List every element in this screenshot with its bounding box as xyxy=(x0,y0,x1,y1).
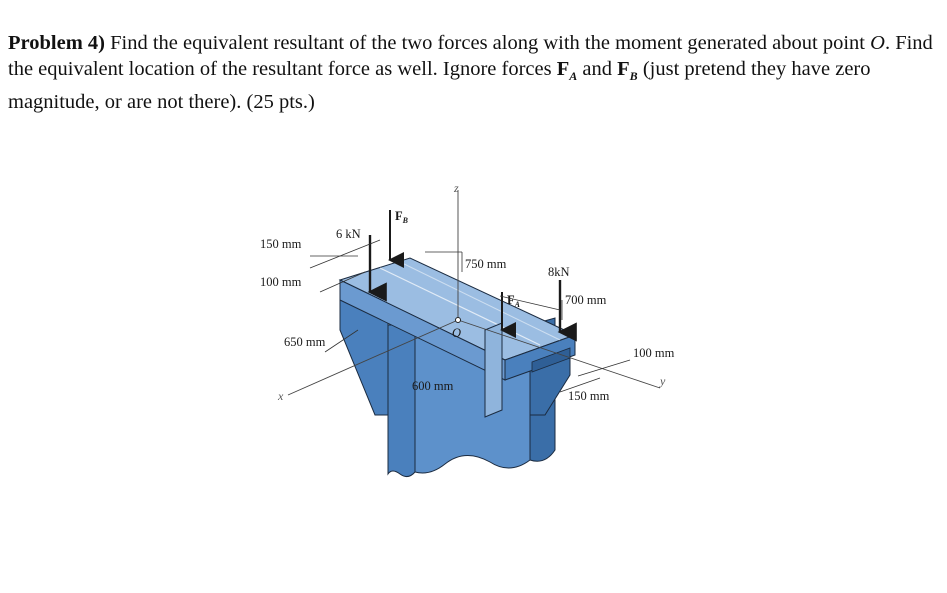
force-fa-label: FA xyxy=(507,293,521,309)
dim-100-right: 100 mm xyxy=(633,346,675,360)
problem-statement: Problem 4) Find the equivalent resultant… xyxy=(8,30,938,115)
axis-z-label: z xyxy=(453,181,459,195)
problem-number: Problem 4) xyxy=(8,32,105,54)
and-word: and xyxy=(577,58,618,80)
problem-paragraph: Problem 4) Find the equivalent resultant… xyxy=(8,30,938,115)
point-symbol: O xyxy=(870,32,885,54)
axis-y-label: y xyxy=(659,374,666,388)
dim-600: 600 mm xyxy=(412,379,454,393)
axis-x-label: x xyxy=(277,389,284,403)
column-web xyxy=(387,324,416,478)
force-a-sub: A xyxy=(569,69,578,84)
problem-text-3: (just pretend they have zero magnitude, … xyxy=(8,58,871,114)
stiffener xyxy=(484,322,503,418)
dim-700: 700 mm xyxy=(565,293,607,307)
force-8kn-label: 8kN xyxy=(548,265,570,279)
dim-100-left: 100 mm xyxy=(260,275,302,289)
y-axis-line xyxy=(457,319,661,389)
problem-text-1: Find the equivalent resultant of the two… xyxy=(104,32,871,54)
force-fb-label: FB xyxy=(395,209,409,225)
dim-150-left: 150 mm xyxy=(260,237,302,251)
dim-150-right: 150 mm xyxy=(568,389,610,403)
point-o-marker xyxy=(455,317,461,323)
dim-650: 650 mm xyxy=(284,335,326,349)
force-b-symbol: F xyxy=(617,58,630,80)
beam-end xyxy=(504,334,576,381)
point-o-label: O xyxy=(452,326,461,340)
force-a-symbol: F xyxy=(556,58,570,80)
force-b-sub: B xyxy=(629,69,638,84)
force-6kn-label: 6 kN xyxy=(336,227,361,241)
dim-750: 750 mm xyxy=(465,257,507,271)
x-axis-line xyxy=(287,319,459,396)
problem-text-2: . Find the equivalent location of the re… xyxy=(8,32,933,80)
beam-figure: z x y O 6 kN FB FA 8kN 150 mm 100 mm 650… xyxy=(260,181,675,478)
